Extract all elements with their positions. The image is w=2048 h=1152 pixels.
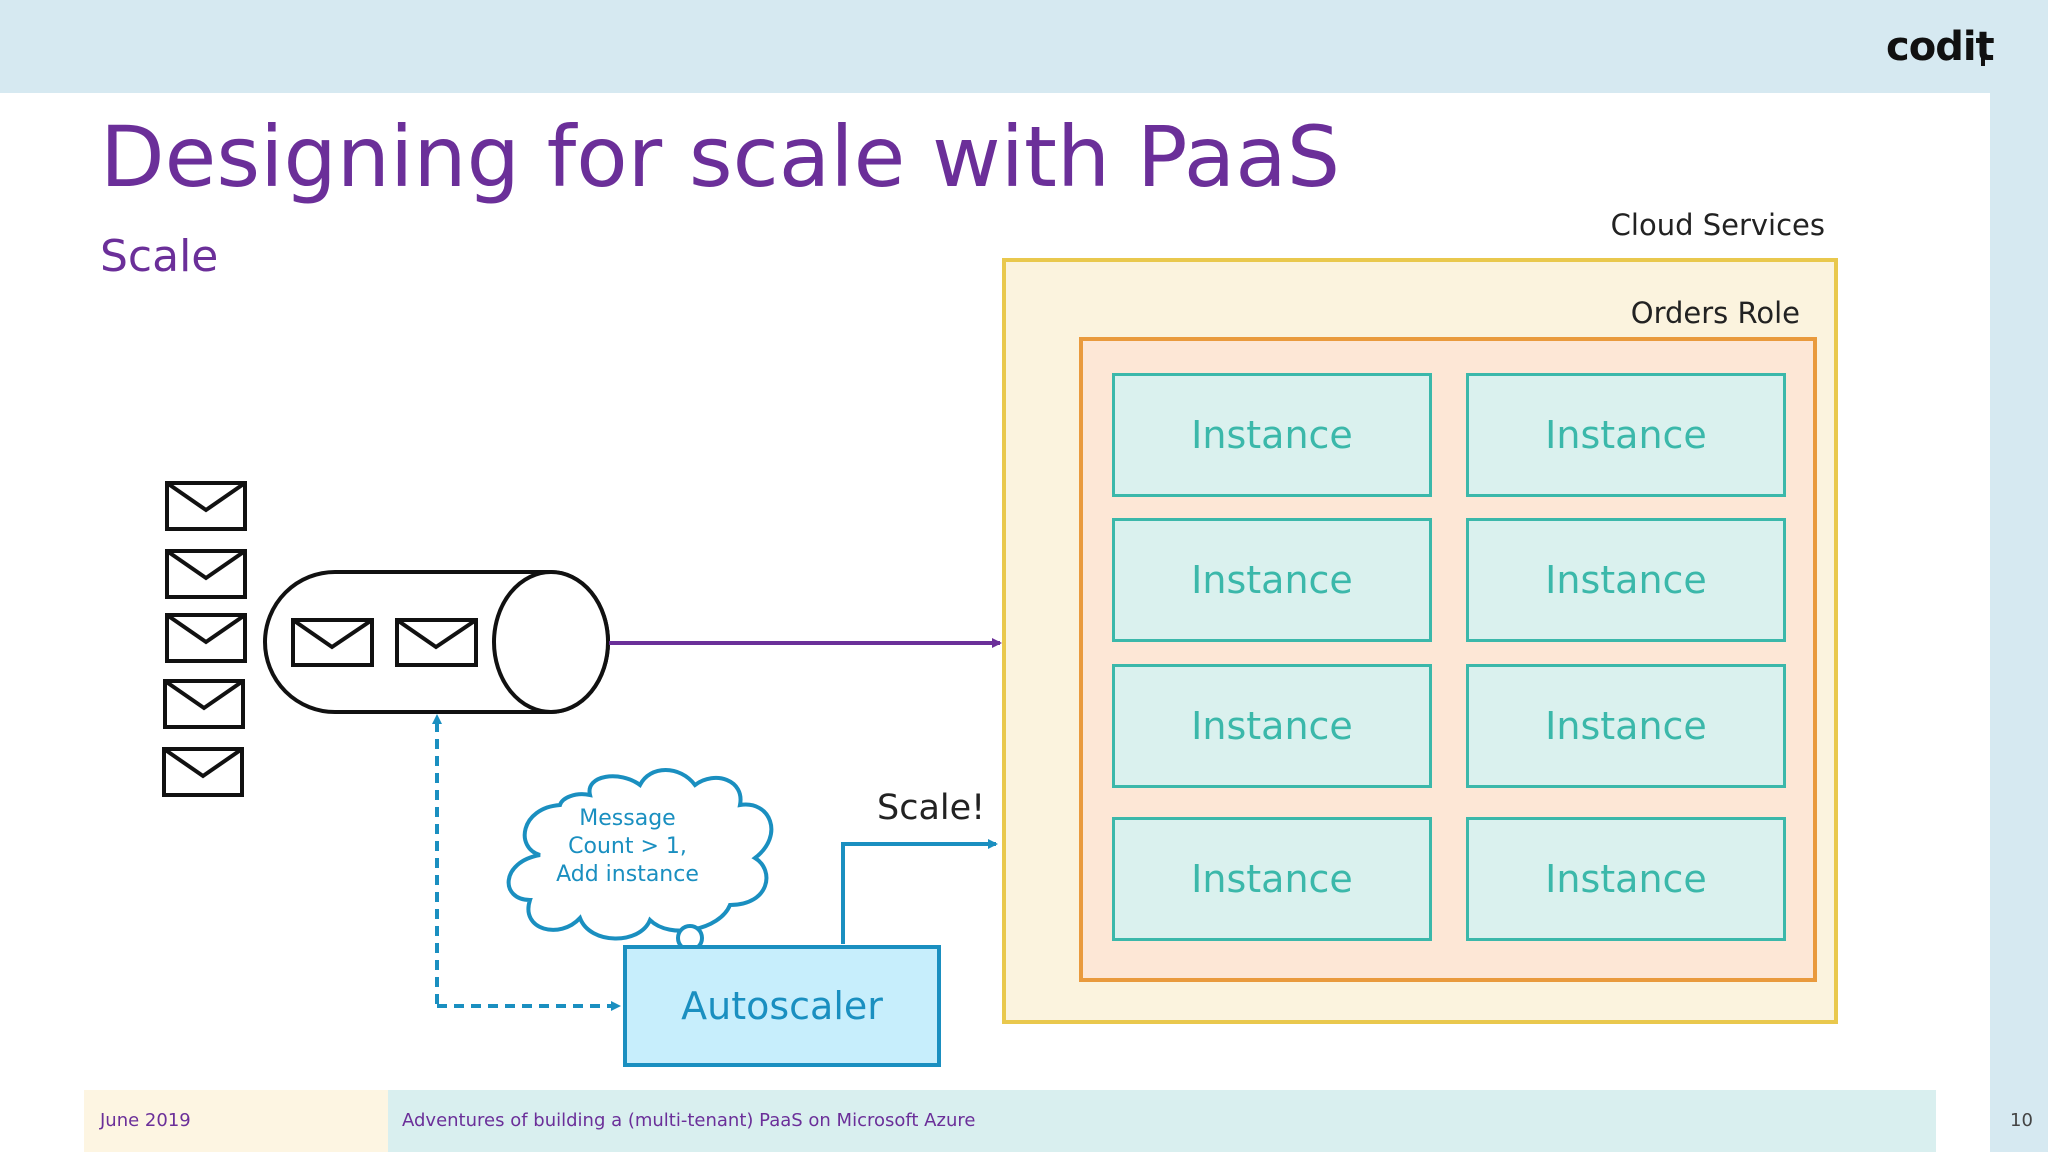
scale-label: Scale! <box>877 788 986 828</box>
queue-end-cap <box>492 570 610 714</box>
codit-logo: codit <box>1886 24 1995 70</box>
footer-text: Adventures of building a (multi-tenant) … <box>402 1110 976 1131</box>
top-banner <box>0 0 2048 93</box>
instance-box: Instance <box>1112 817 1432 941</box>
envelope-icon <box>163 679 245 729</box>
instance-box: Instance <box>1112 518 1432 642</box>
footer-text-panel <box>388 1090 1936 1152</box>
envelope-icon <box>291 618 374 667</box>
incoming-envelopes <box>162 481 247 797</box>
instance-box: Instance <box>1466 664 1786 788</box>
slide-subtitle: Scale <box>100 231 219 282</box>
thought-line: Count > 1, <box>568 834 687 859</box>
instance-box: Instance <box>1466 817 1786 941</box>
slide-title: Designing for scale with PaaS <box>100 108 1341 206</box>
cloud-services-label: Cloud Services <box>1610 208 1825 242</box>
thought-line: Add instance <box>556 862 699 887</box>
queued-envelopes <box>291 618 478 667</box>
scale-arrow <box>841 839 998 944</box>
envelope-icon <box>165 549 247 599</box>
footer-date: June 2019 <box>100 1110 191 1131</box>
instance-box: Instance <box>1112 664 1432 788</box>
envelope-icon <box>395 618 478 667</box>
instance-box: Instance <box>1466 373 1786 497</box>
envelope-icon <box>165 481 247 531</box>
logo-bar-mark <box>1981 32 1985 66</box>
thought-line: Message <box>579 806 676 831</box>
footer-date-panel <box>84 1090 388 1152</box>
page-number: 10 <box>2010 1110 2033 1131</box>
orders-role-label: Orders Role <box>1630 296 1800 330</box>
instance-box: Instance <box>1112 373 1432 497</box>
instance-box: Instance <box>1466 518 1786 642</box>
right-banner <box>1990 0 2048 1152</box>
envelope-icon <box>162 747 244 797</box>
autoscaler-box: Autoscaler <box>623 945 941 1067</box>
envelope-icon <box>165 613 247 663</box>
thought-bubble-text: Message Count > 1, Add instance <box>520 805 735 889</box>
